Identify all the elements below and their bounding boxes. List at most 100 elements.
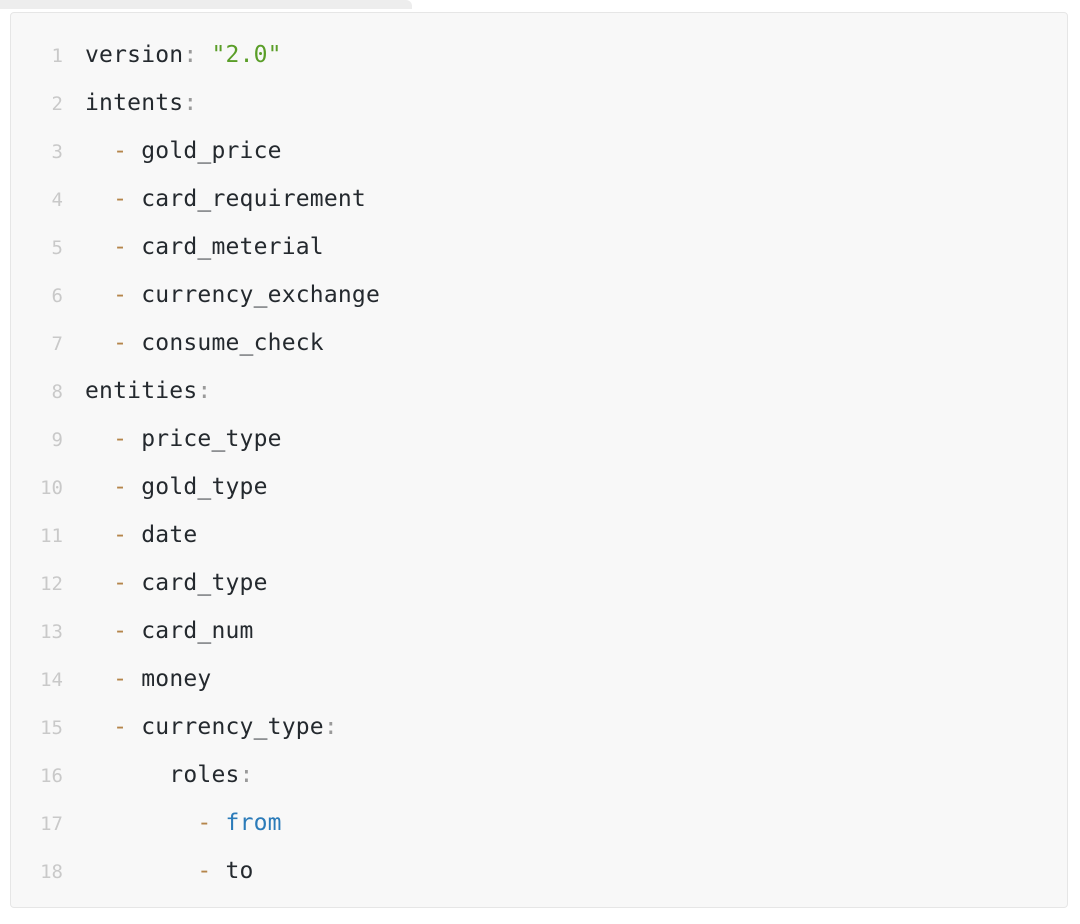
- line-number: 2: [51, 93, 63, 115]
- code-line[interactable]: 11 - date: [11, 511, 1067, 559]
- code-token-dash: -: [113, 234, 128, 260]
- code-token-plain: gold_price: [127, 138, 282, 164]
- code-token-plain: to: [211, 858, 254, 884]
- code-token-plain: card_num: [127, 618, 254, 644]
- code-token-key: intents: [85, 90, 184, 116]
- code-line[interactable]: 5 - card_meterial: [11, 223, 1067, 271]
- code-line[interactable]: 1 version: "2.0": [11, 31, 1067, 79]
- code-token-dash: -: [197, 810, 212, 836]
- code-token-kw: from: [225, 810, 282, 836]
- code-line[interactable]: 13 - card_num: [11, 607, 1067, 655]
- indent: [85, 282, 113, 308]
- code-token-key: roles: [169, 762, 240, 788]
- code-token-key: version: [85, 42, 184, 68]
- indent: [85, 858, 197, 884]
- code-line[interactable]: 12 - card_type: [11, 559, 1067, 607]
- indent: [85, 666, 113, 692]
- code-line-content: entities:: [63, 367, 1067, 415]
- code-line-content: - gold_price: [63, 127, 1067, 175]
- code-line-content: roles:: [63, 751, 1067, 799]
- code-line[interactable]: 3 - gold_price: [11, 127, 1067, 175]
- indent: [85, 618, 113, 644]
- line-number: 18: [40, 861, 63, 883]
- line-number: 12: [40, 573, 63, 595]
- code-line[interactable]: 15 - currency_type:: [11, 703, 1067, 751]
- code-line-content: - currency_exchange: [63, 271, 1067, 319]
- indent: [85, 330, 113, 356]
- code-line[interactable]: 16 roles:: [11, 751, 1067, 799]
- line-number: 7: [51, 333, 63, 355]
- code-line-content: - card_requirement: [63, 175, 1067, 223]
- code-line[interactable]: 18 - to: [11, 847, 1067, 895]
- code-token-dash: -: [113, 282, 128, 308]
- indent: [85, 234, 113, 260]
- code-token-punc: :: [183, 42, 198, 68]
- code-token-dash: -: [113, 426, 128, 452]
- code-token-plain: currency_exchange: [127, 282, 381, 308]
- code-line-content: intents:: [63, 79, 1067, 127]
- line-number: 13: [40, 621, 63, 643]
- code-token-dash: -: [113, 570, 128, 596]
- code-line-content: - gold_type: [63, 463, 1067, 511]
- code-line[interactable]: 17 - from: [11, 799, 1067, 847]
- code-token-dash: -: [113, 714, 128, 740]
- code-line[interactable]: 10 - gold_type: [11, 463, 1067, 511]
- code-token-plain: date: [127, 522, 198, 548]
- window-header-strip: [0, 0, 412, 9]
- code-line[interactable]: 14 - money: [11, 655, 1067, 703]
- code-line[interactable]: 4 - card_requirement: [11, 175, 1067, 223]
- code-token-plain: card_requirement: [127, 186, 366, 212]
- code-token-key: entities: [85, 378, 198, 404]
- line-number: 9: [51, 429, 63, 451]
- code-line-content: - money: [63, 655, 1067, 703]
- code-token-string: "2.0": [211, 42, 282, 68]
- line-number: 17: [40, 813, 63, 835]
- code-line[interactable]: 7 - consume_check: [11, 319, 1067, 367]
- code-token-dash: -: [113, 618, 128, 644]
- code-line-content: - currency_type:: [63, 703, 1067, 751]
- code-token-plain: [211, 810, 225, 836]
- code-token-dash: -: [113, 138, 128, 164]
- code-token-dash: -: [113, 666, 128, 692]
- code-line[interactable]: 6 - currency_exchange: [11, 271, 1067, 319]
- code-token-dash: -: [113, 474, 128, 500]
- line-number: 10: [40, 477, 63, 499]
- code-line-content: - from: [63, 799, 1067, 847]
- code-token-plain: money: [127, 666, 212, 692]
- code-line[interactable]: 9 - price_type: [11, 415, 1067, 463]
- code-line-content: - date: [63, 511, 1067, 559]
- code-token-plain: gold_type: [127, 474, 268, 500]
- code-token-plain: card_type: [127, 570, 268, 596]
- code-token-key: currency_type: [127, 714, 324, 740]
- code-token-plain: card_meterial: [127, 234, 324, 260]
- line-number: 3: [51, 141, 63, 163]
- indent: [85, 474, 113, 500]
- indent: [85, 762, 169, 788]
- code-token-punc: :: [197, 378, 212, 404]
- indent: [85, 138, 113, 164]
- line-number: 15: [40, 717, 63, 739]
- line-number: 16: [40, 765, 63, 787]
- code-line-content: - price_type: [63, 415, 1067, 463]
- indent: [85, 570, 113, 596]
- line-number: 11: [40, 525, 63, 547]
- line-number: 14: [40, 669, 63, 691]
- code-line-content: - to: [63, 847, 1067, 895]
- code-token-dash: -: [113, 330, 128, 356]
- indent: [85, 810, 197, 836]
- code-token-dash: -: [113, 186, 128, 212]
- code-token-plain: [197, 42, 211, 68]
- code-token-punc: :: [183, 90, 198, 116]
- code-token-plain: price_type: [127, 426, 282, 452]
- code-token-dash: -: [197, 858, 212, 884]
- line-number: 5: [51, 237, 63, 259]
- code-line-content: - card_type: [63, 559, 1067, 607]
- code-line-content: - card_num: [63, 607, 1067, 655]
- code-token-punc: :: [239, 762, 254, 788]
- code-token-plain: consume_check: [127, 330, 324, 356]
- line-number: 1: [51, 45, 63, 67]
- line-number: 4: [51, 189, 63, 211]
